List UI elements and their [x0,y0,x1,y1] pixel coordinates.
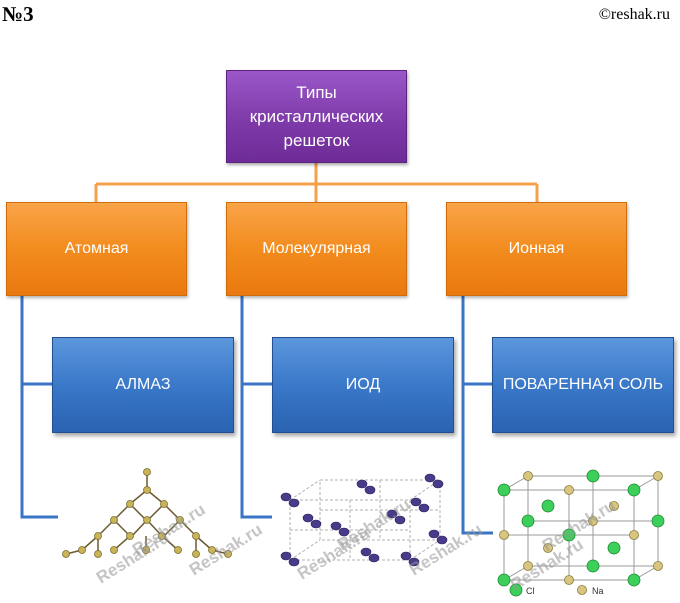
category-atomic: Атомная [6,202,187,296]
category-ionic: Ионная [446,202,627,296]
diamond-lattice-image [62,468,232,558]
salt-lattice-image: Cl Na [497,469,665,597]
task-number: №3 [2,2,34,26]
example-iodine: ИОД [272,337,454,433]
iodine-lattice-image [280,473,448,567]
copyright: ©reshak.ru [598,6,670,23]
category-molecular: Молекулярная [226,202,407,296]
example-salt: ПОВАРЕННАЯ СОЛЬ [492,337,674,433]
legend-cl-label: Cl [526,586,535,596]
example-diamond: АЛМАЗ [52,337,234,433]
legend-na-label: Na [592,586,604,596]
root-node: Типы кристаллических решеток [226,70,407,163]
